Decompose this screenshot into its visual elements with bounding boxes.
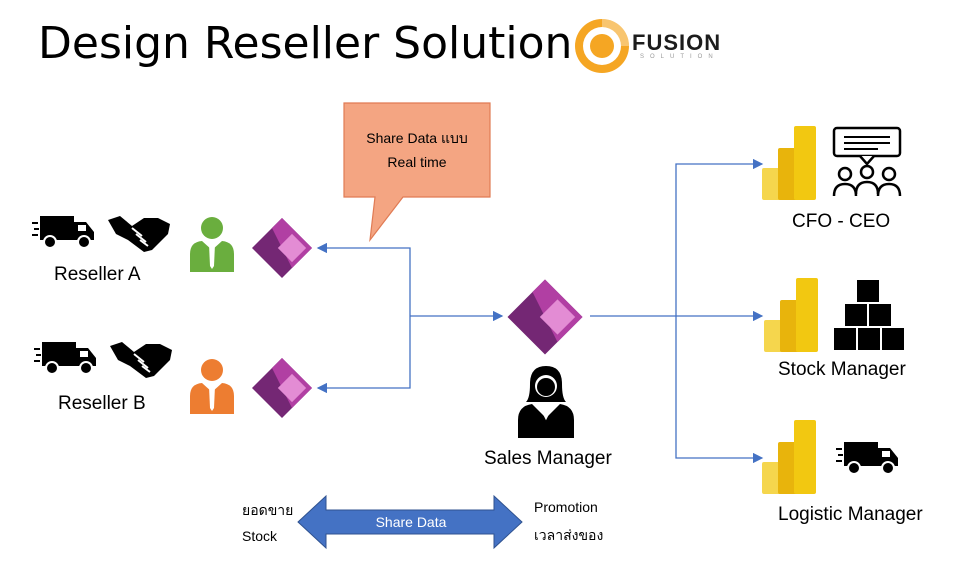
share-data-arrow <box>297 494 523 550</box>
stock-manager-label: Stock Manager <box>778 359 906 380</box>
delivery-truck-icon <box>836 442 898 475</box>
powerbi-stock-icon <box>764 278 818 352</box>
share-data-label: Share Data <box>375 514 447 530</box>
powerapps-reseller-a-icon <box>252 218 312 278</box>
reseller-a-label: Reseller A <box>54 264 141 285</box>
callout-shape <box>343 102 491 242</box>
powerbi-cfo-icon <box>762 126 816 200</box>
logo-sub: SOLUTION <box>640 54 719 60</box>
connector-logistic <box>675 316 764 464</box>
powerapps-reseller-b-icon <box>252 358 312 418</box>
businessman-orange-icon <box>190 359 234 414</box>
businessman-green-icon <box>190 217 234 272</box>
logistic-manager-label: Logistic Manager <box>778 504 923 525</box>
connector-reseller-b <box>316 316 411 394</box>
reseller-b-label: Reseller B <box>58 393 146 414</box>
handshake-icon <box>110 342 172 378</box>
share-left-line2: Stock <box>242 528 278 544</box>
fusion-logo-icon <box>575 19 629 73</box>
boxes-stack-icon <box>834 280 904 350</box>
callout-line1: Share Data แบบ <box>366 130 468 146</box>
businesswoman-icon <box>518 366 574 438</box>
sales-manager-label: Sales Manager <box>484 448 612 469</box>
powerbi-logistic-icon <box>762 420 816 494</box>
logo-name: FUSION <box>632 30 722 55</box>
connector-cfo <box>675 158 764 316</box>
callout-line2: Real time <box>387 154 447 170</box>
delivery-truck-icon <box>32 216 94 249</box>
cfo-ceo-label: CFO - CEO <box>792 211 891 232</box>
page-title: Design Reseller Solution <box>38 18 573 69</box>
powerapps-sales-manager-icon <box>507 279 583 355</box>
share-left-line1: ยอดขาย <box>242 502 294 518</box>
share-right-line2: เวลาส่งของ <box>534 527 604 543</box>
connector-reseller-a <box>316 242 411 316</box>
share-right-line1: Promotion <box>534 499 598 515</box>
presentation-audience-icon <box>832 126 902 197</box>
delivery-truck-icon <box>34 342 96 375</box>
handshake-icon <box>108 216 170 252</box>
